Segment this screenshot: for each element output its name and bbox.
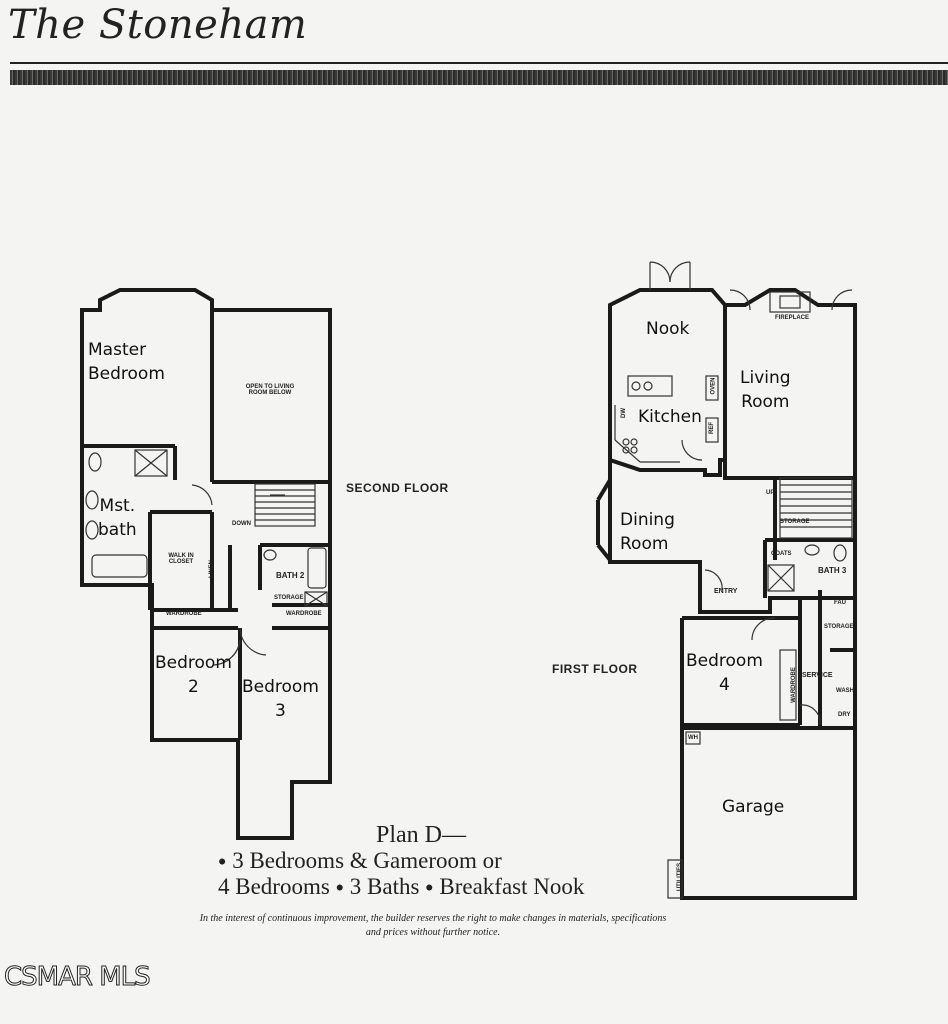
- room-label-bedroom-4: Bedroom 4: [686, 651, 763, 695]
- first-floor-label: FIRST FLOOR: [552, 662, 638, 676]
- first-floor-walls: [596, 288, 857, 900]
- room-label-master-bath: Mst. bath: [98, 496, 137, 540]
- room-label-bedroom-2: Bedroom 2: [155, 653, 232, 697]
- room-label-coats: COATS: [771, 551, 792, 557]
- room-label-storage-second: STORAGE: [274, 595, 304, 601]
- room-label-bath-2: BATH 2: [276, 571, 305, 580]
- room-label-water-heater: WH: [688, 735, 698, 741]
- room-label-wardrobe-left: WARDROBE: [166, 611, 202, 617]
- plan-line-2-nook: Breakfast Nook: [439, 874, 585, 899]
- room-label-master-bedroom: Master Bedroom: [88, 340, 165, 384]
- room-label-entry: ENTRY: [714, 588, 738, 595]
- room-label-kitchen: Kitchen: [638, 407, 702, 427]
- plan-name-title: The Stoneham: [8, 2, 308, 48]
- room-label-bedroom-3: Bedroom 3: [242, 677, 319, 721]
- plan-line-2: 4 Bedrooms ● 3 Baths ● Breakfast Nook: [218, 874, 584, 900]
- mls-watermark: CSMAR MLS: [4, 962, 152, 993]
- room-label-storage-stair: STORAGE: [780, 519, 810, 525]
- plan-line-1: ● 3 Bedrooms & Gameroom or: [218, 848, 502, 874]
- room-label-open-to-living: OPEN TO LIVING ROOM BELOW: [245, 384, 295, 396]
- room-label-wash: WASH: [836, 688, 854, 694]
- room-label-living-room: Living Room: [740, 368, 791, 412]
- header-rule-thick: [10, 70, 948, 85]
- room-label-storage-first: STORAGE: [824, 624, 854, 630]
- stairs-second-floor: [254, 483, 316, 527]
- room-label-fau: FAU: [834, 600, 846, 606]
- second-floor-label: SECOND FLOOR: [346, 481, 449, 495]
- room-label-wardrobe-first: WARDROBE: [790, 667, 797, 703]
- plan-line-1-text: 3 Bedrooms & Gameroom or: [232, 848, 502, 873]
- stair-label-down: DOWN: [232, 521, 251, 527]
- room-label-service: SERVICE: [802, 672, 833, 679]
- room-label-bath-3: BATH 3: [818, 566, 847, 575]
- second-floor-walls: [80, 288, 332, 840]
- plan-line-2-baths: 3 Baths: [349, 874, 420, 899]
- room-label-fireplace: FIREPLACE: [775, 315, 810, 321]
- disclaimer-text: In the interest of continuous improvemen…: [199, 913, 667, 938]
- header-rule-thin: [10, 62, 948, 64]
- plan-title: Plan D—: [376, 822, 466, 848]
- room-label-wardrobe-right: WARDROBE: [286, 611, 322, 617]
- stair-label-up: UP: [766, 490, 775, 496]
- plan-line-2-bedrooms: 4 Bedrooms: [218, 874, 330, 899]
- room-label-walk-in-closet: WALK IN CLOSET: [168, 553, 194, 565]
- bullet-icon: ●: [218, 854, 227, 870]
- room-label-dry: DRY: [838, 712, 851, 718]
- bullet-icon: ●: [335, 880, 345, 896]
- stairs-first-floor: [779, 477, 853, 539]
- appliance-label-ref: REF: [709, 422, 715, 434]
- room-label-linen: LINEN: [209, 560, 215, 578]
- room-label-dining-room: Dining Room: [620, 510, 675, 554]
- bullet-icon: ●: [425, 880, 434, 896]
- room-label-garage: Garage: [722, 797, 785, 817]
- appliance-label-dw: DW: [621, 408, 627, 418]
- room-label-nook: Nook: [646, 319, 690, 339]
- room-label-utilities: UTILITIES: [677, 862, 684, 892]
- appliance-label-oven: OVEN: [710, 377, 717, 395]
